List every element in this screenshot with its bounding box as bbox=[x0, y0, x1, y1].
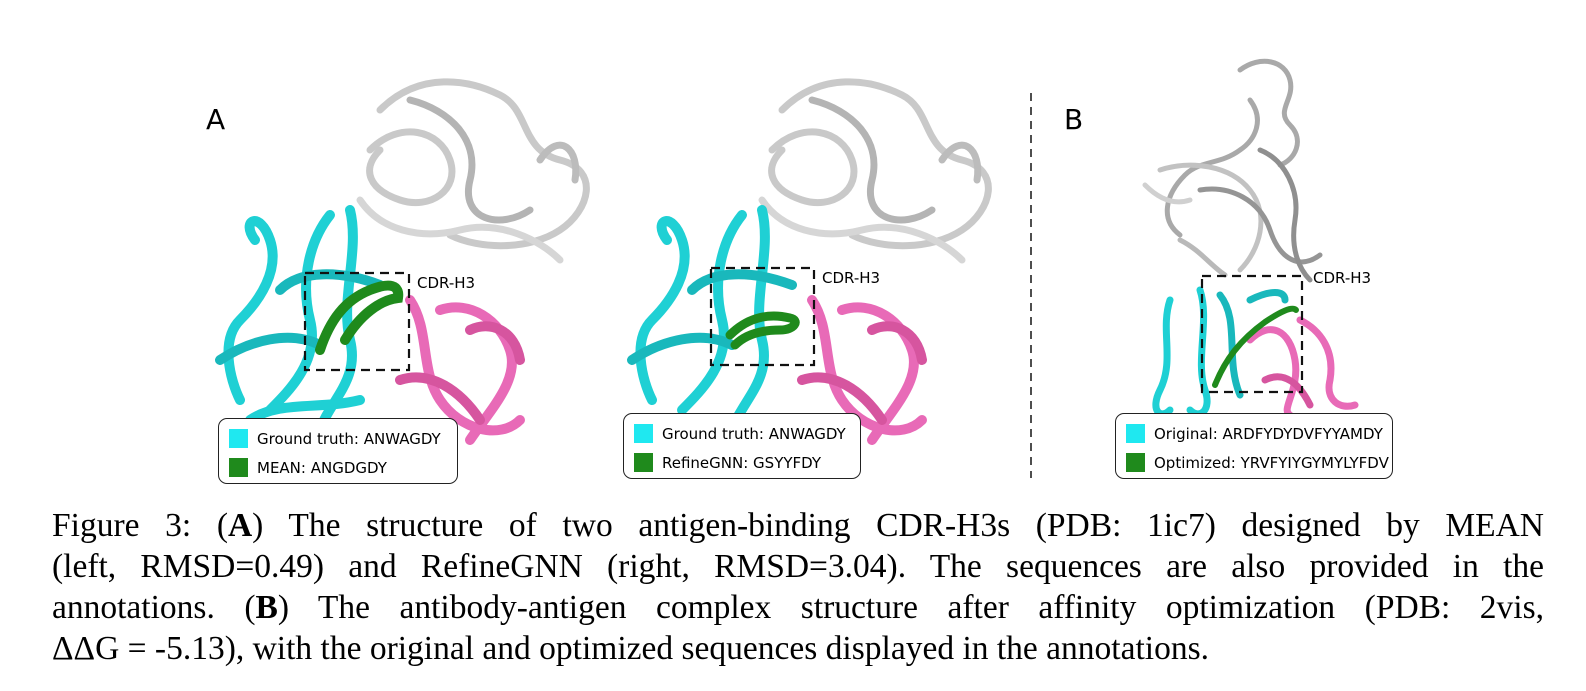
antigen-ribbon-mean bbox=[356, 78, 590, 264]
designed-cdr-refinegnn bbox=[725, 311, 800, 350]
caption-panel-b: B bbox=[255, 589, 278, 626]
figure-3: A B CDR-H3 CDR-H3 CDR-H3 Ground truth: A… bbox=[206, 58, 1393, 484]
legend-label: Ground truth: ANWAGDY bbox=[662, 424, 846, 443]
antigen-ribbon-optimized bbox=[1142, 58, 1323, 283]
legend-label: Original: ARDFYDYDVFYYAMDY bbox=[1154, 424, 1383, 443]
caption-text: annotations. ( bbox=[52, 589, 256, 626]
heavy-chain-ribbon-refinegnn bbox=[627, 205, 797, 435]
legend-row-optimized: Optimized: YRVFYIYGYMYLYFDV bbox=[1126, 448, 1389, 477]
caption-line-4: ΔΔG = -5.13), with the original and opti… bbox=[52, 630, 1209, 667]
legend-optimized: Original: ARDFYDYDVFYYAMDY Optimized: YR… bbox=[1115, 413, 1393, 479]
cyan-swatch bbox=[229, 429, 248, 448]
legend-label: RefineGNN: GSYYFDY bbox=[662, 453, 822, 472]
cdr-box-mean bbox=[303, 271, 411, 372]
designed-cdr-optimized bbox=[1212, 305, 1299, 388]
structure-refinegnn bbox=[627, 78, 992, 445]
structure-mean bbox=[215, 78, 590, 445]
structure-optimized bbox=[1142, 58, 1359, 419]
legend-row-ground-truth: Ground truth: ANWAGDY bbox=[229, 424, 447, 453]
cdr-h3-label-mean: CDR-H3 bbox=[417, 274, 476, 292]
light-chain-ribbon-mean bbox=[395, 295, 525, 445]
legend-refinegnn: Ground truth: ANWAGDY RefineGNN: GSYYFDY bbox=[623, 413, 861, 479]
caption-text: ) The antibody-antigen complex structure… bbox=[277, 589, 1545, 626]
legend-label: Optimized: YRVFYIYGYMYLYFDV bbox=[1154, 453, 1389, 472]
antigen-ribbon-refinegnn bbox=[758, 78, 992, 264]
caption-line-2: (left, RMSD=0.49) and RefineGNN (right, … bbox=[52, 548, 1544, 585]
caption-panel-a: A bbox=[227, 507, 253, 544]
legend-row-designed: RefineGNN: GSYYFDY bbox=[634, 448, 850, 477]
legend-row-ground-truth: Ground truth: ANWAGDY bbox=[634, 419, 850, 448]
green-swatch bbox=[634, 453, 653, 472]
green-swatch bbox=[229, 458, 248, 477]
heavy-chain-ribbon-mean bbox=[215, 205, 385, 435]
light-chain-ribbon-refinegnn bbox=[797, 295, 927, 445]
cyan-swatch bbox=[634, 424, 653, 443]
cyan-swatch bbox=[1126, 424, 1145, 443]
cdr-box-optimized bbox=[1200, 274, 1304, 394]
caption-line-1: Figure 3: (A) The structure of two antig… bbox=[52, 505, 1544, 546]
caption-line-3: annotations. (B) The antibody-antigen co… bbox=[52, 587, 1544, 628]
panel-b-label: B bbox=[1064, 103, 1084, 136]
green-swatch bbox=[1126, 453, 1145, 472]
figure-label: Figure 3: bbox=[52, 507, 192, 544]
caption-paren: ( bbox=[216, 507, 228, 544]
legend-row-original: Original: ARDFYDYDVFYYAMDY bbox=[1126, 419, 1383, 448]
cdr-box-refinegnn bbox=[709, 266, 816, 367]
cdr-h3-label-optimized: CDR-H3 bbox=[1313, 269, 1372, 287]
figure-caption: Figure 3: (A) The structure of two antig… bbox=[52, 505, 1544, 669]
caption-text: ) The structure of two antigen-binding C… bbox=[252, 507, 1545, 544]
legend-mean: Ground truth: ANWAGDY MEAN: ANGDGDY bbox=[218, 418, 458, 484]
designed-cdr-mean bbox=[315, 280, 404, 355]
figure-graphics bbox=[215, 58, 1359, 478]
heavy-chain-ribbon-optimized bbox=[1152, 286, 1289, 418]
light-chain-ribbon-optimized bbox=[1246, 316, 1359, 419]
panel-a-label: A bbox=[206, 103, 226, 136]
cdr-h3-label-refinegnn: CDR-H3 bbox=[822, 269, 881, 287]
legend-label: Ground truth: ANWAGDY bbox=[257, 429, 441, 448]
legend-label: MEAN: ANGDGDY bbox=[257, 458, 387, 477]
legend-row-designed: MEAN: ANGDGDY bbox=[229, 453, 447, 482]
